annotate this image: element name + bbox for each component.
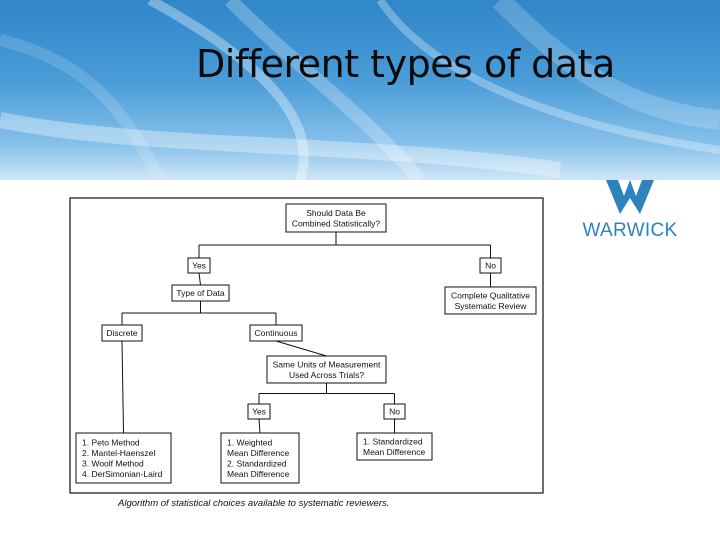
flow-node-box	[101, 324, 143, 342]
flow-node-label: Mean Difference	[363, 447, 425, 457]
flow-node-box	[356, 432, 433, 461]
flow-node-box	[247, 403, 271, 420]
flow-node-label: Mean Difference	[227, 469, 289, 479]
flow-node-label: 1. Standardized	[363, 436, 423, 446]
figure-caption: Algorithm of statistical choices availab…	[118, 498, 390, 509]
flow-node-label: 1. Weighted	[227, 437, 272, 447]
flow-node-label: 1. Peto Method	[82, 437, 140, 447]
flow-node-continuous: Continuous	[249, 324, 303, 342]
flow-node-yes1: Yes	[187, 257, 211, 274]
flow-node-no1: No	[479, 257, 502, 274]
flow-node-label: Yes	[252, 407, 266, 417]
flow-node-box	[285, 203, 387, 233]
connector-line	[121, 340, 124, 434]
flow-node-box	[220, 432, 300, 484]
flow-node-label: 2. Standardized	[227, 458, 287, 468]
warwick-logo: WARWICK	[572, 180, 688, 250]
flow-node-label: Used Across Trials?	[289, 370, 364, 380]
warwick-chevron-icon	[606, 180, 654, 214]
flow-node-label: Continuous	[254, 328, 297, 338]
flow-node-yes2: Yes	[247, 403, 271, 420]
flow-node-box	[249, 324, 303, 342]
flow-node-box	[187, 257, 211, 274]
flow-node-box	[444, 286, 537, 315]
flow-node-label: Mean Difference	[227, 448, 289, 458]
flow-node-label: 4. DerSimonian-Laird	[82, 469, 163, 479]
flow-node-label: Same Units of Measurement	[273, 359, 381, 369]
slide-title: Different types of data	[196, 42, 615, 86]
banner-light-streaks	[0, 0, 720, 180]
flow-node-label: Complete Qualitative	[451, 290, 530, 300]
flow-node-type: Type of Data	[171, 284, 230, 302]
flow-node-label: Should Data Be	[306, 208, 366, 218]
flow-node-label: 2. Mantel-Haenszel	[82, 448, 155, 458]
flow-node-label: No	[485, 261, 496, 271]
flowchart-connectors	[121, 232, 491, 434]
flow-node-box	[171, 284, 230, 302]
flow-node-no2: No	[383, 403, 406, 420]
flow-node-label: Yes	[192, 261, 206, 271]
logo-wordmark: WARWICK	[582, 220, 678, 241]
flow-node-label: Combined Statistically?	[292, 218, 381, 228]
header-banner	[0, 0, 720, 180]
flow-node-label: Discrete	[106, 328, 137, 338]
flow-node-label: No	[389, 407, 400, 417]
flow-node-discrete: Discrete	[101, 324, 143, 342]
flow-node-box	[266, 355, 387, 384]
flow-node-label: Type of Data	[176, 288, 224, 298]
connector-line	[275, 340, 327, 357]
flow-node-label: Systematic Review	[455, 301, 528, 311]
connector-line	[198, 272, 201, 286]
flow-node-box	[383, 403, 406, 420]
connector-line	[258, 418, 261, 434]
flow-node-box	[75, 432, 172, 484]
flow-node-label: 3. Woolf Method	[82, 458, 144, 468]
flow-node-box	[479, 257, 502, 274]
